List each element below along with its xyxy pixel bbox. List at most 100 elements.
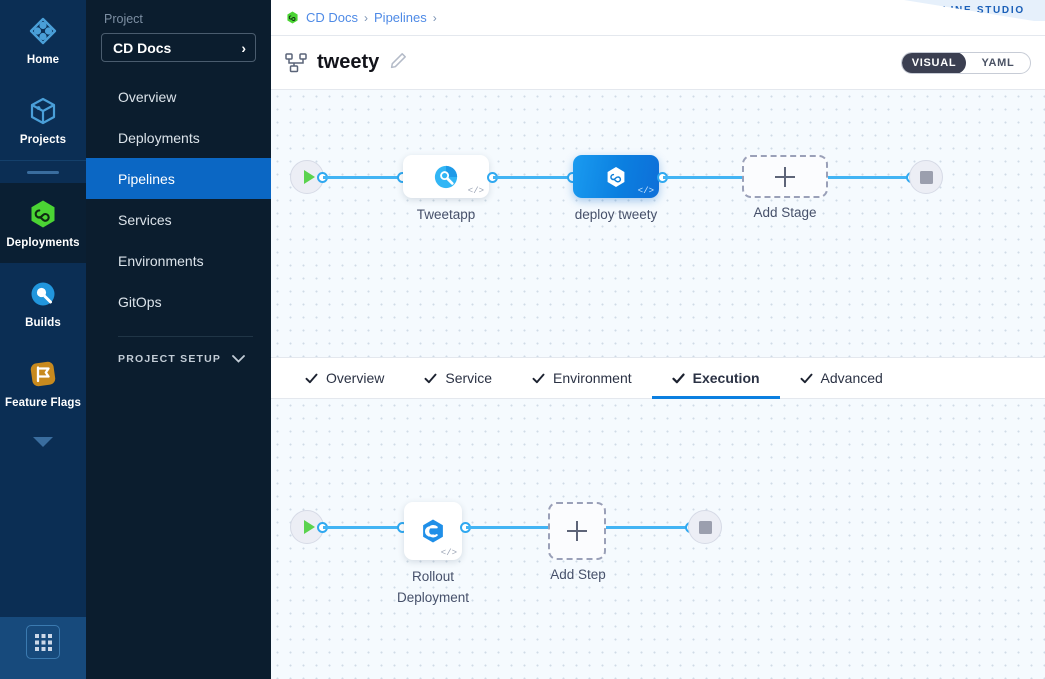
- plus-icon: [775, 166, 795, 187]
- execution-end-node[interactable]: [688, 510, 722, 544]
- rail-more-button[interactable]: [0, 423, 86, 461]
- chevron-down-icon: [232, 355, 245, 363]
- sidebar-item-overview[interactable]: Overview: [86, 76, 271, 117]
- breadcrumb-separator: ›: [432, 10, 437, 25]
- page-title: tweety: [317, 51, 380, 73]
- stage-wire-1: [323, 176, 401, 179]
- app-grid-icon: [34, 633, 52, 651]
- toggle-visual[interactable]: VISUAL: [902, 52, 966, 73]
- rail-item-builds[interactable]: Builds: [0, 263, 86, 343]
- check-icon: [800, 373, 812, 383]
- add-stage-button[interactable]: [742, 155, 828, 198]
- check-icon: [424, 373, 437, 383]
- cube-icon: [30, 97, 56, 124]
- tab-label: Service: [445, 370, 493, 386]
- stage-wire-3: [663, 176, 742, 179]
- caret-down-icon: [33, 437, 53, 447]
- stage-node-code-badge: </>: [467, 186, 484, 196]
- tab-label: Overview: [326, 370, 385, 386]
- stage-canvas[interactable]: </> Tweetapp </> deploy tweety: [271, 90, 1045, 358]
- sidebar-item-pipelines[interactable]: Pipelines: [86, 158, 271, 199]
- project-setup-toggle[interactable]: PROJECT SETUP: [86, 337, 271, 365]
- rail-item-feature-flags[interactable]: Feature Flags: [0, 343, 86, 423]
- stage-node-deploy-tweety[interactable]: </>: [573, 155, 659, 198]
- feature-flag-icon: [30, 361, 56, 386]
- tab-environment[interactable]: Environment: [512, 358, 652, 399]
- add-step-button[interactable]: [548, 502, 606, 560]
- stage-config-tabs: Overview Service Environment Execution: [271, 358, 1045, 399]
- stage-node-code-badge: </>: [637, 186, 654, 196]
- stage-node-tweetapp[interactable]: </>: [403, 155, 489, 198]
- pipeline-hierarchy-icon: [285, 52, 307, 72]
- execution-wire-3: [606, 526, 695, 529]
- rollout-deployment-icon: [423, 519, 443, 543]
- rail-item-label: Projects: [19, 133, 67, 146]
- app-grid-button[interactable]: [26, 625, 60, 659]
- stop-icon: [919, 170, 933, 184]
- rail-item-deployments[interactable]: Deployments: [0, 183, 86, 263]
- check-icon: [305, 373, 318, 383]
- sidebar-item-label: Overview: [118, 88, 177, 105]
- builds-circle-icon: [31, 282, 55, 306]
- breadcrumb: CD Docs › Pipelines ›: [271, 0, 1045, 36]
- check-icon: [672, 373, 685, 383]
- rail-item-label: Deployments: [6, 236, 80, 249]
- main-content: PIPELINE STUDIO CD Docs › Pipelines ›: [271, 0, 1045, 679]
- project-selector[interactable]: CD Docs ›: [101, 33, 256, 62]
- rail-divider: [0, 160, 86, 161]
- stage-node-label: Tweetapp: [416, 207, 476, 222]
- stop-icon: [698, 520, 712, 534]
- sidebar-item-label: Pipelines: [118, 170, 175, 187]
- plus-icon: [567, 521, 587, 541]
- sidebar-item-environments[interactable]: Environments: [86, 240, 271, 281]
- add-stage-label: Add Stage: [753, 205, 817, 220]
- sidebar-item-deployments[interactable]: Deployments: [86, 117, 271, 158]
- tab-execution[interactable]: Execution: [651, 358, 780, 399]
- sidebar-item-services[interactable]: Services: [86, 199, 271, 240]
- project-selector-value: CD Docs: [113, 39, 172, 56]
- view-mode-toggle[interactable]: VISUAL YAML: [901, 51, 1031, 74]
- rail-item-home[interactable]: Home: [0, 0, 86, 80]
- rail-item-label: Builds: [25, 316, 61, 329]
- home-diamond-icon: [29, 17, 57, 44]
- tab-label: Environment: [553, 370, 632, 386]
- play-icon: [303, 170, 315, 184]
- deployments-hex-infinity-icon: [31, 200, 55, 228]
- tab-overview[interactable]: Overview: [285, 358, 404, 399]
- tab-advanced[interactable]: Advanced: [780, 358, 903, 399]
- execution-step-label-line2: Deployment: [396, 590, 470, 605]
- sidebar-item-label: GitOps: [118, 293, 162, 310]
- sidebar-divider: [118, 336, 253, 337]
- build-stage-icon: [434, 165, 458, 188]
- sidebar-item-label: Services: [118, 211, 172, 228]
- stage-wire-2: [493, 176, 572, 179]
- execution-step-code-badge: </>: [440, 548, 457, 558]
- check-icon: [532, 373, 545, 383]
- rail-collapse-handle[interactable]: [0, 161, 86, 183]
- chevron-right-icon: ›: [241, 39, 246, 56]
- pencil-edit-icon[interactable]: [390, 52, 407, 74]
- rail-item-label: Home: [26, 53, 60, 66]
- tab-label: Execution: [692, 370, 760, 386]
- stage-node-label: deploy tweety: [574, 207, 658, 222]
- breadcrumb-separator: ›: [364, 10, 369, 25]
- rail-item-label: Feature Flags: [4, 396, 82, 409]
- toggle-yaml[interactable]: YAML: [981, 56, 1015, 69]
- execution-step-label-line1: Rollout: [411, 569, 455, 584]
- project-setup-label: PROJECT SETUP: [118, 353, 222, 365]
- play-icon: [303, 520, 315, 534]
- sidebar-item-label: Deployments: [118, 129, 200, 146]
- breadcrumb-link-cd-docs[interactable]: CD Docs: [306, 10, 359, 25]
- execution-canvas[interactable]: </> Rollout Deployment Add Step: [271, 399, 1045, 679]
- tab-label: Advanced: [820, 370, 883, 386]
- stage-end-node[interactable]: [909, 160, 943, 194]
- execution-step-rollout-deployment[interactable]: </>: [404, 502, 462, 560]
- sidebar-item-gitops[interactable]: GitOps: [86, 281, 271, 322]
- rail-item-projects[interactable]: Projects: [0, 80, 86, 160]
- tab-service[interactable]: Service: [404, 358, 512, 399]
- pipeline-title-bar: tweety VISUAL YAML: [271, 36, 1045, 90]
- project-sidebar: Project CD Docs › Overview Deployments P…: [86, 0, 271, 679]
- rail-footer: [0, 617, 86, 679]
- breadcrumb-link-pipelines[interactable]: Pipelines: [374, 10, 427, 25]
